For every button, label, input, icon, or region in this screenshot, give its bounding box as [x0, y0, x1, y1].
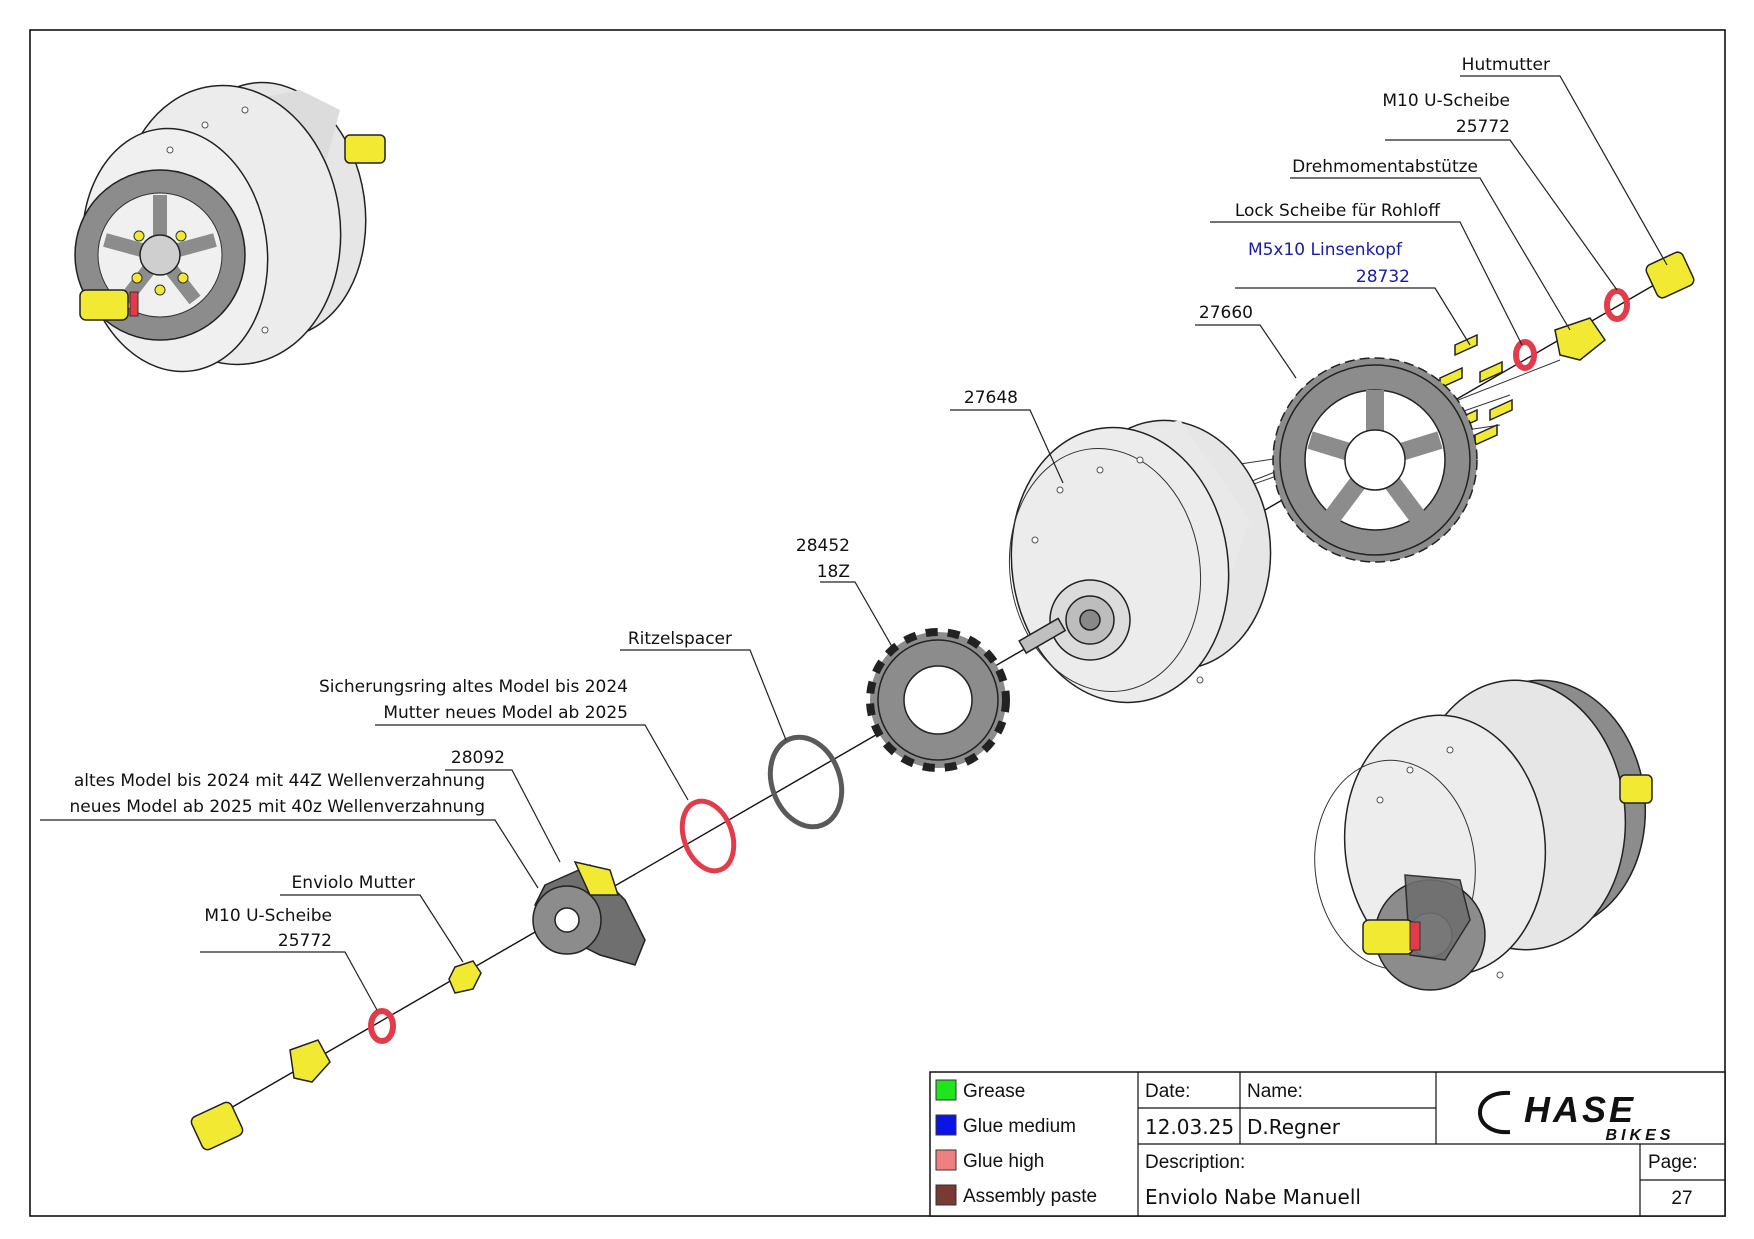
- label-sicherung-1: Sicherungsring altes Model bis 2024: [319, 677, 628, 697]
- date-value: 12.03.25: [1145, 1115, 1234, 1139]
- logo-main-text: HASE: [1524, 1089, 1636, 1130]
- label-drehmoment: Drehmomentabstütze: [1292, 157, 1478, 177]
- legend-label-assembly-paste: Assembly paste: [963, 1186, 1097, 1207]
- sheet-border: [29, 29, 1726, 1217]
- label-ritzelspacer: Ritzelspacer: [628, 629, 732, 649]
- legend-swatch-assembly-paste: [935, 1184, 957, 1206]
- legend: Grease Glue medium Glue high Assembly pa…: [935, 1079, 1097, 1207]
- label-sicherung-2: Mutter neues Model ab 2025: [383, 703, 628, 723]
- legend-swatch-grease: [935, 1079, 957, 1101]
- drehmoment-part: [1554, 317, 1607, 361]
- label-m10-top-num: 25772: [1456, 117, 1510, 137]
- label-pinion-num: 28452: [796, 536, 850, 556]
- pinion-28452: [866, 628, 1010, 772]
- page-label: Page:: [1648, 1152, 1698, 1173]
- logo-sub-text: BIKES: [1606, 1127, 1675, 1144]
- legend-label-grease: Grease: [963, 1081, 1025, 1102]
- legend-label-glue-medium: Glue medium: [963, 1116, 1076, 1137]
- name-label: Name:: [1247, 1081, 1303, 1102]
- hutmutter-part: [1645, 251, 1695, 299]
- name-value: D.Regner: [1247, 1115, 1341, 1139]
- label-pinion-teeth: 18Z: [817, 562, 850, 582]
- label-neues-model: neues Model ab 2025 mit 40z Wellenverzah…: [70, 797, 485, 817]
- sicherungsring-part: [679, 798, 737, 874]
- title-block: Grease Glue medium Glue high Assembly pa…: [929, 1071, 1726, 1217]
- m10-washer-top: [1604, 288, 1630, 322]
- m10-washer-bottom: [368, 1008, 396, 1044]
- page-value: 27: [1671, 1188, 1692, 1209]
- hub-assembled-view-top-left: [74, 81, 386, 373]
- label-m5-num: 28732: [1356, 267, 1410, 287]
- label-hutmutter: Hutmutter: [1462, 55, 1550, 75]
- date-label: Date:: [1145, 1081, 1190, 1102]
- hutmutter-bottom-part: [190, 1101, 244, 1151]
- description-label: Description:: [1145, 1152, 1245, 1173]
- hub-body-27648: [1008, 419, 1272, 704]
- description-value: Enviolo Nabe Manuell: [1145, 1185, 1361, 1209]
- label-altes-model: altes Model bis 2024 mit 44Z Wellenverza…: [74, 771, 485, 791]
- hase-bikes-logo: HASE BIKES: [1478, 1089, 1675, 1144]
- chainring-27660: [1272, 357, 1478, 563]
- part-28092: [532, 860, 646, 966]
- ritzelspacer-part: [767, 734, 845, 830]
- callout-labels: Hutmutter M10 U-Scheibe 25772 Drehmoment…: [70, 55, 1550, 951]
- label-m10-bottom-name: M10 U-Scheibe: [204, 906, 332, 926]
- hub-assembled-view-bottom-right: [1314, 679, 1653, 991]
- label-m10-bottom-num: 25772: [278, 931, 332, 951]
- leader-lines: [40, 75, 1668, 1011]
- label-sprocket-num: 27660: [1199, 303, 1253, 323]
- label-m10-top-name: M10 U-Scheibe: [1382, 91, 1510, 111]
- label-m5-name: M5x10 Linsenkopf: [1248, 240, 1403, 260]
- label-lock-scheibe: Lock Scheibe für Rohloff: [1235, 201, 1441, 221]
- legend-swatch-glue-medium: [935, 1114, 957, 1136]
- label-hub-num: 27648: [964, 388, 1018, 408]
- label-enviolo-mutter: Enviolo Mutter: [292, 873, 415, 893]
- legend-label-glue-high: Glue high: [963, 1151, 1044, 1172]
- enviolo-mutter-part: [448, 960, 482, 994]
- legend-swatch-glue-high: [935, 1149, 957, 1171]
- drehmoment-bottom-part: [289, 1039, 331, 1083]
- label-part-28092: 28092: [451, 748, 505, 768]
- lock-scheibe-part: [1513, 339, 1537, 371]
